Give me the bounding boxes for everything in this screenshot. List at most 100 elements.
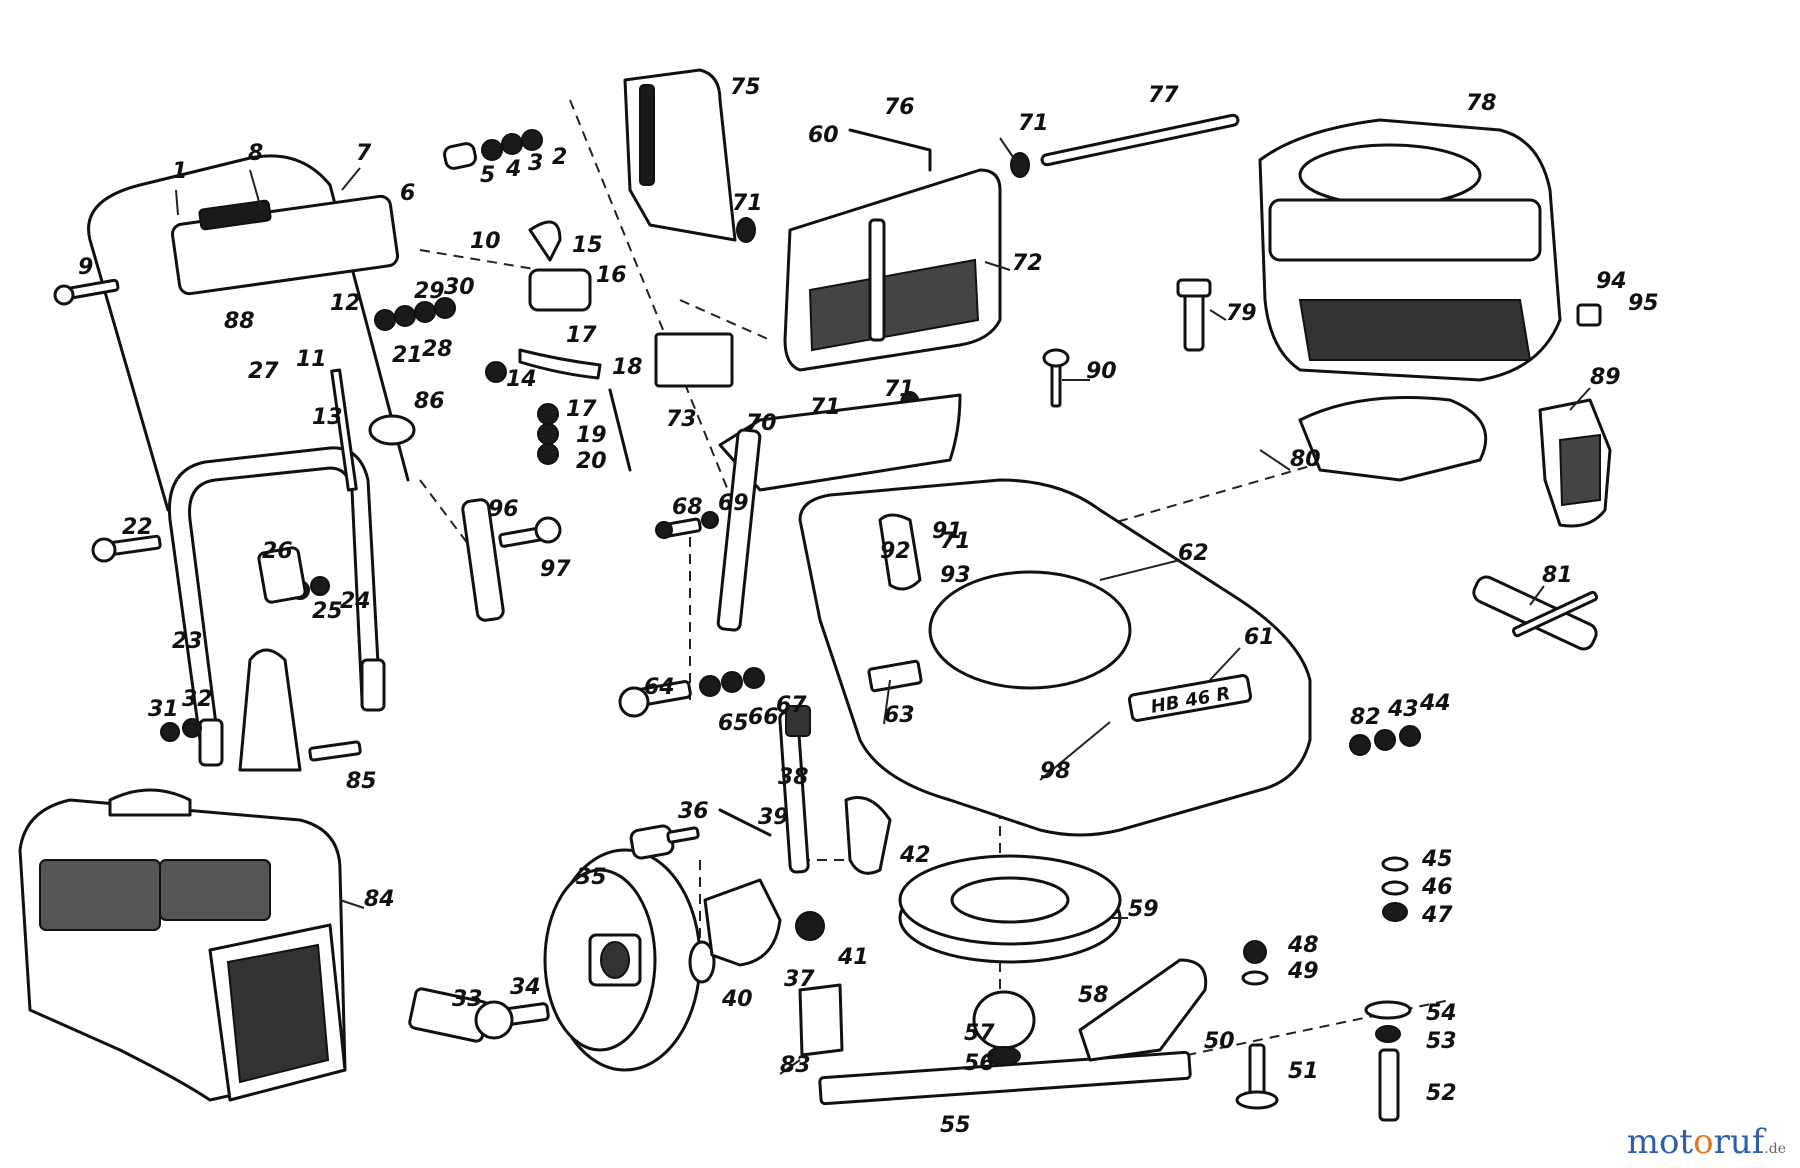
part-label-86: 86 xyxy=(414,389,445,414)
part-label-17: 17 xyxy=(566,323,597,348)
part-label-13: 13 xyxy=(312,405,343,430)
part-label-18: 18 xyxy=(612,355,643,380)
lever-rod xyxy=(848,128,932,172)
part-label-59: 59 xyxy=(1128,897,1159,922)
part-label-16: 16 xyxy=(596,263,627,288)
part-label-51: 51 xyxy=(1288,1059,1319,1084)
part-label-95: 95 xyxy=(1628,291,1659,316)
watermark-suffix: .de xyxy=(1764,1141,1786,1157)
part-label-70: 70 xyxy=(746,411,777,436)
part-label-93: 93 xyxy=(940,563,971,588)
part-label-84: 84 xyxy=(364,887,395,912)
part-label-37: 37 xyxy=(784,967,815,992)
part-label-94: 94 xyxy=(1596,269,1627,294)
part-label-80: 80 xyxy=(1290,447,1321,472)
part-label-11: 11 xyxy=(296,347,327,372)
part-label-82: 82 xyxy=(1350,705,1381,730)
part-label-54: 54 xyxy=(1426,1001,1457,1026)
part-label-98: 98 xyxy=(1040,759,1071,784)
part-label-33: 33 xyxy=(452,987,483,1012)
part-label-46: 46 xyxy=(1421,875,1453,900)
rear-guard xyxy=(783,168,1002,372)
height-adjust-plate xyxy=(238,648,302,772)
part-label-61: 61 xyxy=(1244,625,1275,650)
spark-plug-wrench xyxy=(1472,575,1598,651)
part-label-42: 42 xyxy=(899,843,931,868)
part-label-83: 83 xyxy=(780,1053,811,1078)
part-label-79: 79 xyxy=(1226,301,1257,326)
part-label-55: 55 xyxy=(940,1113,971,1138)
part-label-9: 9 xyxy=(78,255,93,280)
watermark-brand-b: o xyxy=(1693,1122,1714,1162)
deck-hardware xyxy=(618,511,1421,1122)
part-label-32: 32 xyxy=(182,687,213,712)
part-label-52: 52 xyxy=(1426,1081,1457,1106)
part-label-29: 29 xyxy=(414,279,445,304)
part-label-23: 23 xyxy=(172,629,203,654)
part-label-17: 17 xyxy=(566,397,597,422)
hinge-bracket xyxy=(718,393,962,492)
part-label-53: 53 xyxy=(1426,1029,1457,1054)
part-label-71: 71 xyxy=(940,529,971,554)
part-label-24: 24 xyxy=(340,589,371,614)
part-label-1: 1 xyxy=(172,159,187,184)
upper-handle xyxy=(87,154,410,522)
part-label-75: 75 xyxy=(730,75,761,100)
part-label-60: 60 xyxy=(808,123,839,148)
part-label-39: 39 xyxy=(758,805,789,830)
part-label-68: 68 xyxy=(672,495,703,520)
part-label-34: 34 xyxy=(510,975,541,1000)
part-label-71: 71 xyxy=(810,395,841,420)
wheel xyxy=(543,848,702,1072)
watermark-brand-c: ruf xyxy=(1713,1122,1765,1162)
label-sticker xyxy=(654,332,734,388)
part-label-97: 97 xyxy=(540,557,571,582)
part-label-88: 88 xyxy=(224,309,255,334)
part-label-20: 20 xyxy=(576,449,607,474)
part-label-45: 45 xyxy=(1421,847,1453,872)
part-label-71: 71 xyxy=(732,191,763,216)
watermark-brand-a: mot xyxy=(1626,1122,1694,1162)
part-label-35: 35 xyxy=(576,865,607,890)
part-label-12: 12 xyxy=(330,291,361,316)
part-label-58: 58 xyxy=(1078,983,1109,1008)
part-label-5: 5 xyxy=(480,163,495,188)
part-label-96: 96 xyxy=(488,497,519,522)
part-label-44: 44 xyxy=(1419,691,1451,716)
mower-deck: HB 46 R xyxy=(798,478,1312,837)
part-label-76: 76 xyxy=(884,95,915,120)
part-label-92: 92 xyxy=(880,539,911,564)
part-label-63: 63 xyxy=(884,703,915,728)
part-label-67: 67 xyxy=(776,693,807,718)
grass-catcher-box xyxy=(18,788,347,1102)
part-label-47: 47 xyxy=(1421,903,1453,928)
part-label-25: 25 xyxy=(312,599,343,624)
part-label-15: 15 xyxy=(572,233,603,258)
height-lever xyxy=(703,878,782,967)
part-label-3: 3 xyxy=(528,151,543,176)
part-label-4: 4 xyxy=(505,157,521,182)
part-label-30: 30 xyxy=(444,275,475,300)
part-label-49: 49 xyxy=(1287,959,1319,984)
engine xyxy=(1258,118,1562,482)
part-label-62: 62 xyxy=(1178,541,1209,566)
part-label-21: 21 xyxy=(392,343,423,368)
part-label-77: 77 xyxy=(1148,83,1179,108)
part-label-41: 41 xyxy=(837,945,869,970)
part-label-90: 90 xyxy=(1086,359,1117,384)
engine-bolt xyxy=(1183,288,1205,352)
part-label-66: 66 xyxy=(748,705,779,730)
part-label-64: 64 xyxy=(644,675,675,700)
part-label-2: 2 xyxy=(552,145,567,170)
part-label-40: 40 xyxy=(721,987,753,1012)
part-label-28: 28 xyxy=(422,337,453,362)
part-label-56: 56 xyxy=(964,1051,995,1076)
blade-adapter-ring xyxy=(898,854,1122,964)
axle-rod xyxy=(1040,113,1240,167)
part-label-71: 71 xyxy=(884,377,915,402)
part-label-91: 91 xyxy=(932,519,963,544)
part-label-43: 43 xyxy=(1387,697,1419,722)
part-label-72: 72 xyxy=(1012,251,1043,276)
part-label-38: 38 xyxy=(778,765,809,790)
part-label-48: 48 xyxy=(1287,933,1319,958)
